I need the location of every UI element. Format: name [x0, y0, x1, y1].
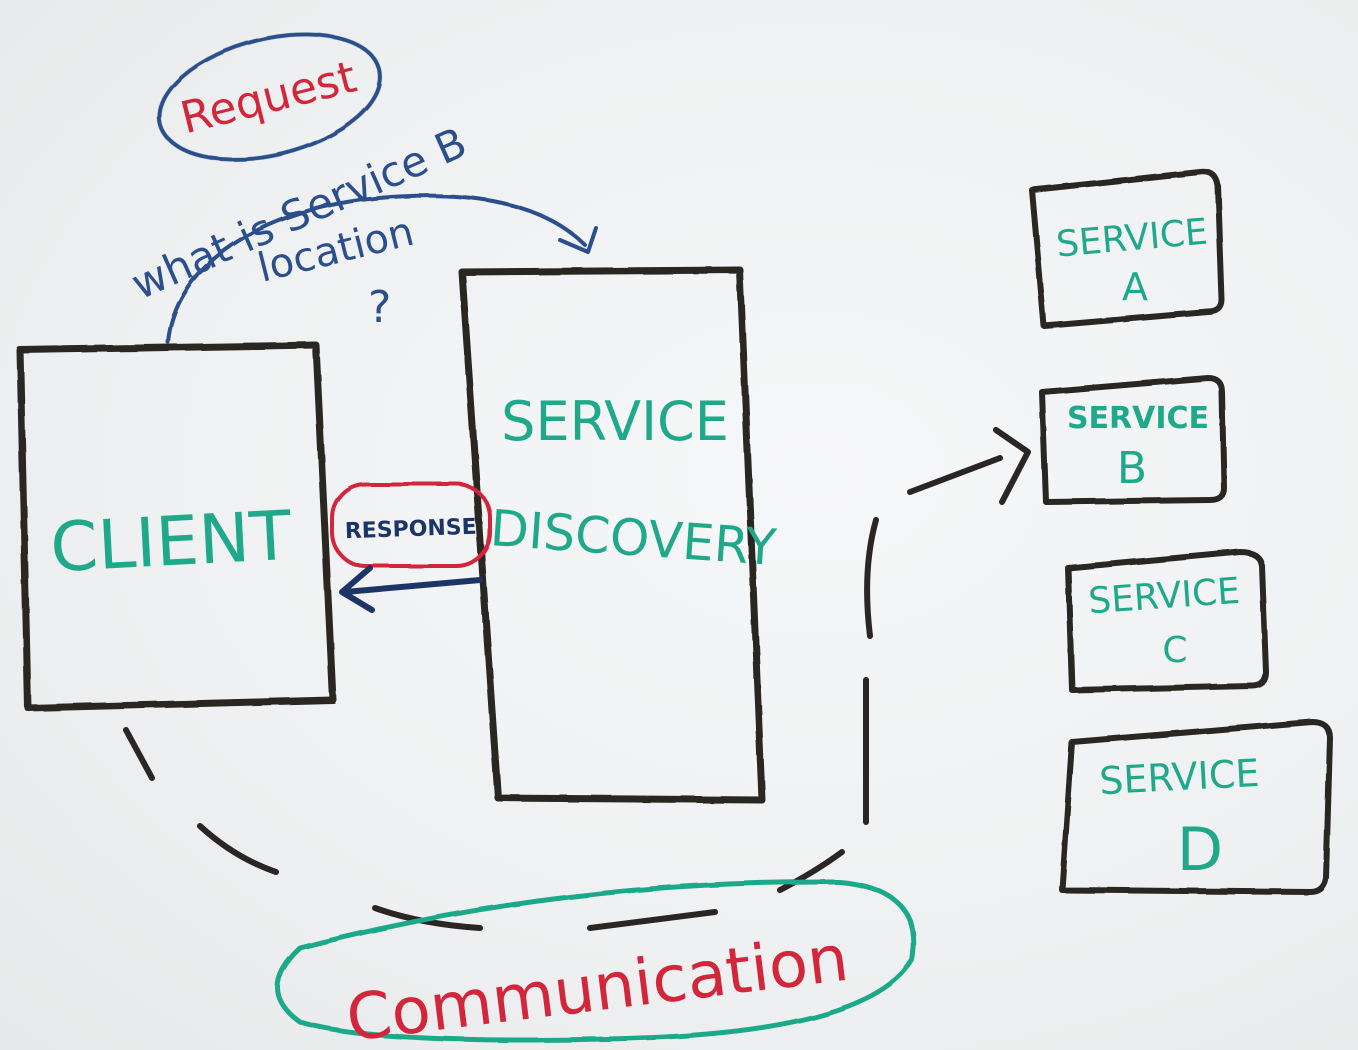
response-arrow-head [339, 565, 375, 613]
comm-dash-2 [197, 823, 279, 875]
comm-dash-7 [864, 517, 879, 639]
service-discovery-line-2: DISCOVERY [488, 499, 778, 577]
question-mark: ? [368, 282, 391, 333]
service-c-line-2: C [1162, 630, 1187, 671]
client-box-outline [16, 341, 337, 712]
service-discovery-outline [458, 266, 766, 804]
service-a-line-1: SERVICE [1055, 212, 1210, 266]
comm-dash-1 [123, 727, 155, 781]
request-arrow-line [166, 193, 587, 344]
request-bubble-outline [157, 32, 383, 162]
service-c-line-1: SERVICE [1087, 571, 1241, 622]
communication-label: Communication [343, 922, 853, 1050]
communication-bubble-outline [275, 879, 917, 1043]
service-b-outline [1039, 375, 1227, 505]
comm-arrow-head [993, 427, 1031, 505]
request-arrow [166, 193, 598, 344]
service-b-box: SERVICE B [1039, 375, 1227, 505]
service-c-outline [1065, 549, 1269, 693]
comm-dash-5 [777, 849, 845, 893]
comm-dash-8 [907, 455, 1003, 495]
response-bubble [330, 482, 492, 568]
comm-dash-4 [587, 909, 718, 931]
service-d-box: SERVICE D [1059, 719, 1333, 895]
service-a-box: SERVICE A [1029, 168, 1225, 329]
request-bubble: Request [157, 32, 383, 162]
service-b-line-2: B [1117, 443, 1147, 494]
service-d-line-2: D [1177, 815, 1223, 885]
service-c-box: SERVICE C [1065, 549, 1269, 693]
request-label: Request [176, 52, 362, 145]
service-d-line-1: SERVICE [1098, 751, 1260, 803]
service-d-outline [1059, 719, 1333, 895]
service-a-line-2: A [1122, 265, 1148, 309]
service-discovery-box: SERVICE DISCOVERY [458, 266, 778, 804]
service-a-outline [1029, 168, 1225, 329]
response-label: RESPONSE [344, 515, 477, 545]
response: RESPONSE [330, 482, 492, 613]
client-box: CLIENT [16, 341, 337, 712]
response-arrow-line [342, 577, 483, 595]
service-discovery-line-1: SERVICE [501, 390, 729, 453]
request-arrow-head [558, 226, 598, 254]
service-b-line-1: SERVICE [1067, 401, 1209, 436]
client-label: CLIENT [49, 497, 294, 589]
